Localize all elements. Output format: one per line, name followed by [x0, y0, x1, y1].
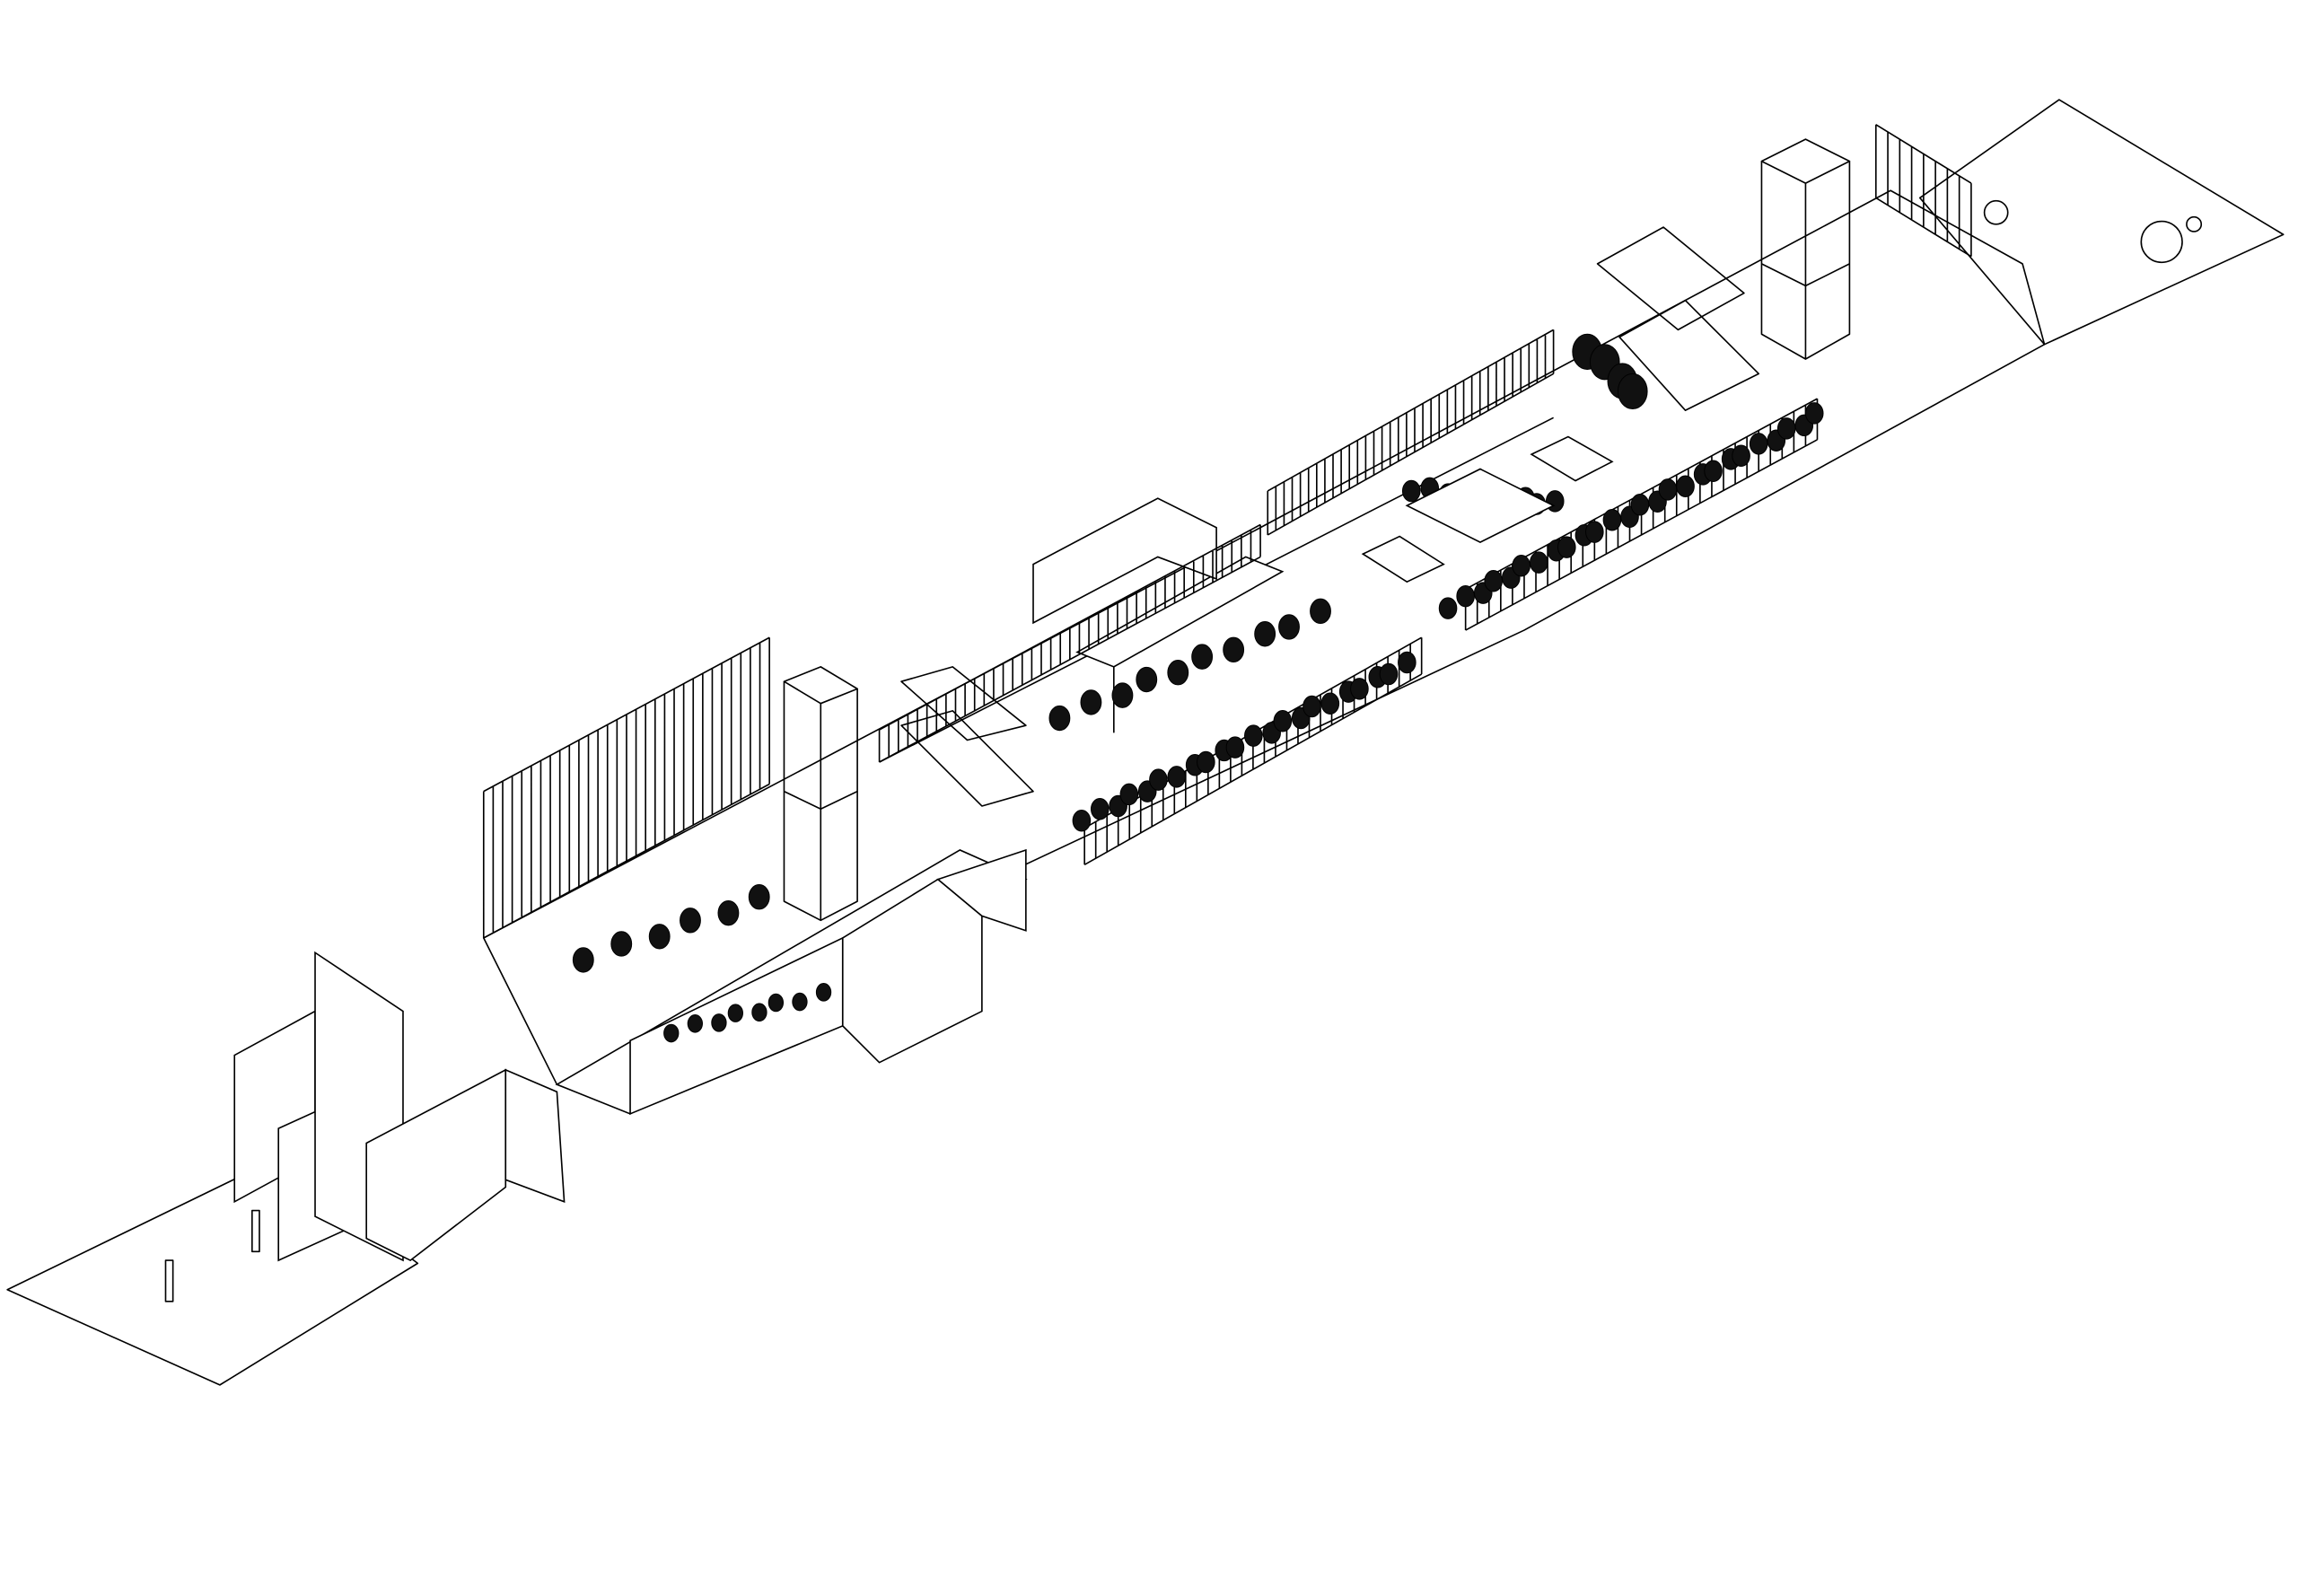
plant [663, 1023, 680, 1043]
right-glass-tower [1760, 138, 1851, 360]
railing [1267, 329, 1555, 536]
plant [1310, 598, 1331, 625]
plant [1191, 644, 1214, 670]
plant [1223, 636, 1245, 663]
stair-right [1596, 226, 1759, 411]
plant [1401, 479, 1421, 503]
plant [1484, 569, 1503, 592]
right-ground-plane [1918, 99, 2285, 346]
plant [1048, 705, 1071, 732]
lower-wing [555, 848, 1028, 1116]
plant [1278, 614, 1300, 640]
plant [1658, 478, 1678, 501]
plant [1302, 695, 1321, 718]
plant [1379, 662, 1399, 686]
plant [767, 993, 785, 1013]
plant [572, 947, 594, 973]
plant [610, 931, 633, 957]
plant [711, 1013, 727, 1032]
plant [1732, 444, 1750, 468]
plant [680, 908, 701, 934]
railing [1874, 124, 1972, 258]
plant [1167, 766, 1187, 788]
plant [1456, 584, 1475, 608]
raised-planters [1361, 435, 1614, 583]
plant [1225, 736, 1245, 759]
plant [748, 883, 770, 910]
plant [1080, 689, 1102, 715]
railing [878, 523, 1261, 763]
plant [1557, 536, 1576, 558]
plant [687, 1014, 703, 1033]
plant [1136, 666, 1158, 693]
plant [1617, 373, 1648, 410]
railings [482, 124, 1972, 939]
plant [1530, 551, 1548, 574]
plant [1630, 494, 1650, 516]
plant [792, 992, 808, 1012]
plant [1676, 475, 1695, 497]
left-glass-tower [783, 666, 858, 922]
plant [1149, 768, 1168, 791]
plant [1704, 460, 1723, 482]
left-ground-plane [6, 1157, 419, 1386]
plant [1111, 682, 1134, 708]
plant [1776, 417, 1796, 440]
plant [1749, 433, 1768, 455]
plant [717, 899, 740, 926]
plant [1273, 710, 1293, 732]
plant [815, 983, 832, 1002]
plant [1119, 783, 1139, 806]
plant [1244, 724, 1263, 747]
plant [1167, 660, 1189, 686]
plant [1090, 797, 1110, 820]
plant [1602, 509, 1622, 531]
plant [727, 1004, 744, 1022]
railing [482, 636, 770, 939]
entrance-block [233, 951, 566, 1262]
plant [1350, 678, 1369, 700]
plant [1585, 521, 1604, 543]
plant [1398, 651, 1417, 674]
plant [751, 1003, 767, 1022]
plant [1254, 621, 1276, 647]
plant [1512, 554, 1531, 577]
pavilion-canopy [1032, 497, 1285, 733]
plant [648, 924, 671, 950]
plant [1438, 597, 1458, 619]
plant [1320, 692, 1340, 715]
plant [1072, 810, 1092, 832]
plant [1804, 402, 1824, 425]
plant [1197, 750, 1215, 774]
